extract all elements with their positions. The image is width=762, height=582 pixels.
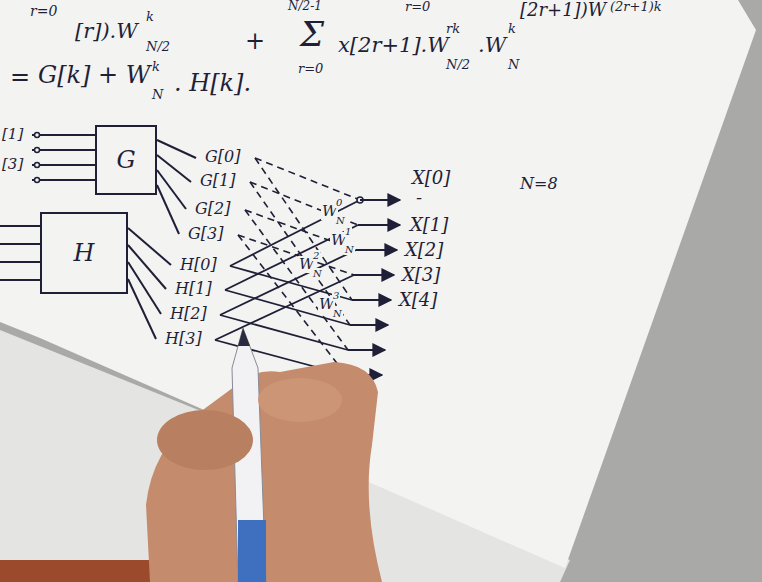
equation-term: rk — [446, 22, 460, 36]
equation-term: [2r+1])W — [520, 0, 606, 20]
butterfly-line — [255, 158, 360, 200]
input-wires — [0, 135, 95, 280]
thumb — [157, 410, 253, 470]
equation-term: k — [146, 10, 154, 24]
output-wire — [128, 279, 156, 339]
output-arrow — [350, 324, 388, 326]
output-label: X[3] — [402, 265, 440, 285]
input-dots — [35, 133, 40, 183]
output-wire — [157, 140, 196, 158]
equation-term: [r]).W — [75, 20, 138, 43]
output-wire — [128, 228, 171, 265]
block-name: G — [116, 147, 135, 173]
signal-label: G[0] — [205, 148, 240, 166]
pen-cap — [238, 520, 266, 582]
output-label: X[1] — [410, 215, 448, 235]
equation-term: r=0 — [298, 62, 323, 76]
input-dot — [35, 133, 40, 138]
butterfly-line — [215, 275, 354, 340]
output-arrow — [358, 224, 400, 226]
equation-term: . H[k]. — [174, 70, 251, 96]
equation-term: N/2-1 — [288, 0, 322, 13]
output-arrow — [356, 249, 397, 251]
signal-label: G[2] — [195, 200, 230, 218]
twiddle-factor: 2 — [312, 250, 320, 261]
block-name: H — [74, 240, 95, 266]
output-label: X[4] — [399, 290, 437, 310]
equation-term: x[2r+1].W — [338, 34, 449, 57]
paper-sheet — [0, 0, 756, 568]
equation-term: N/2 — [146, 40, 170, 54]
input-wire — [0, 261, 40, 263]
input-wire — [0, 243, 40, 245]
equation-term: .W — [478, 34, 506, 57]
equation-term: N — [508, 58, 519, 72]
output-wire — [128, 245, 166, 289]
equation-term: k — [152, 60, 160, 74]
equation-term: r=0 — [30, 4, 57, 19]
input-label: [1] — [2, 126, 23, 143]
butterfly-line — [238, 235, 346, 375]
process-block: H — [40, 212, 128, 294]
input-wire — [0, 225, 40, 227]
equation-term: N — [152, 88, 163, 102]
input-dot — [35, 178, 40, 183]
h-butterfly-lines — [215, 200, 360, 375]
equation-term: (2r+1)k — [610, 0, 662, 14]
finger — [258, 378, 342, 422]
input-wire — [0, 279, 40, 281]
output-arrow — [352, 299, 391, 301]
butterfly-line — [225, 290, 350, 325]
signal-label: G[1] — [200, 172, 235, 190]
twiddle-factor: 1 — [344, 226, 352, 237]
twiddle-factor: N — [312, 268, 323, 279]
note: N=8 — [520, 175, 558, 193]
input-wire — [32, 149, 95, 151]
output-wire — [157, 185, 179, 234]
g-butterfly-lines — [238, 158, 360, 375]
process-block: G — [95, 125, 157, 195]
input-label: [3] — [2, 156, 23, 173]
twiddle-factor: N — [344, 244, 355, 255]
equation-term: Σ — [300, 16, 324, 53]
twiddle-factor: N — [332, 308, 343, 319]
output-label: X[0] — [412, 168, 450, 188]
input-dot — [35, 148, 40, 153]
butterfly-line — [250, 182, 358, 225]
equation-term: = — [10, 64, 30, 90]
input-wire — [32, 179, 95, 181]
input-dot — [35, 163, 40, 168]
input-wire — [32, 134, 95, 136]
signal-label: H[1] — [175, 280, 212, 298]
butterfly-line — [245, 210, 348, 350]
hand — [146, 362, 382, 582]
output-label: X[2] — [405, 240, 443, 260]
output-arrows — [346, 200, 400, 375]
signal-label: H[3] — [165, 330, 202, 348]
twiddle-factor: 3 — [332, 290, 340, 301]
equation-term: + — [245, 28, 265, 54]
equation-term: r=0 — [405, 0, 430, 14]
pen-tip — [238, 328, 250, 346]
input-wire — [32, 164, 95, 166]
output-label: - — [416, 188, 422, 208]
output-arrow — [348, 349, 385, 351]
twiddle-factor: N — [335, 215, 346, 226]
equation-term: k — [508, 22, 516, 36]
equation-term: G[k] + W — [38, 62, 150, 88]
equation-term: N/2 — [446, 58, 470, 72]
twiddle-factor: 0 — [335, 197, 343, 208]
signal-label: G[3] — [188, 225, 223, 243]
signal-label: H[0] — [180, 256, 217, 274]
butterfly-line — [230, 266, 352, 300]
output-arrow — [360, 199, 400, 201]
output-arrow — [354, 274, 394, 276]
butterfly-line — [220, 315, 348, 350]
signal-label: H[2] — [170, 305, 207, 323]
output-wire — [157, 170, 186, 209]
